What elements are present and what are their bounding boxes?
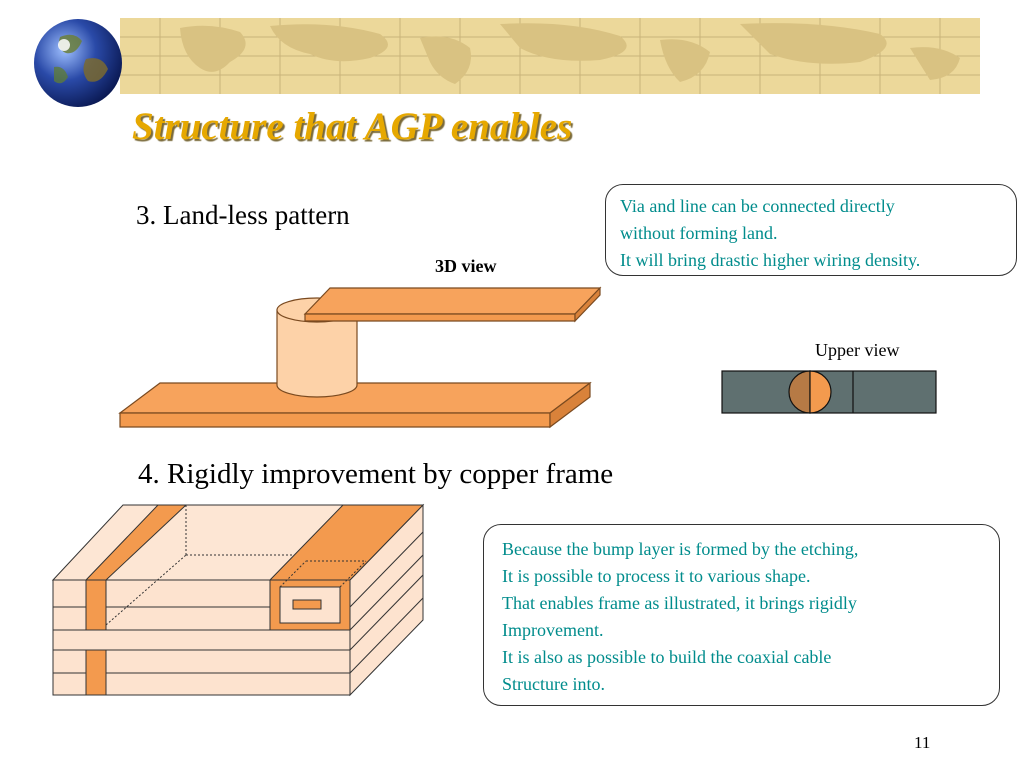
note-line: Because the bump layer is formed by the … — [502, 539, 859, 559]
note-line: That enables frame as illustrated, it br… — [502, 593, 857, 613]
upper-view-diagram — [721, 370, 937, 414]
globe-icon — [34, 19, 122, 107]
note-line: It is possible to process it to various … — [502, 566, 811, 586]
via-cylinder — [276, 309, 358, 398]
bottom-line-front-face — [119, 412, 551, 428]
note-line: Structure into. — [502, 674, 605, 694]
top-line-top-face — [303, 287, 602, 315]
note-line: Improvement. — [502, 620, 604, 640]
copper-frame-inner-line — [292, 599, 322, 610]
note-line: Via and line can be connected directly — [620, 196, 895, 216]
section-3-heading: 3. Land-less pattern — [136, 200, 350, 230]
note-line: It is also as possible to build the coax… — [502, 647, 832, 667]
copper-strip-front-lower — [85, 649, 107, 696]
slide-title: Structure that AGP enables — [132, 105, 573, 148]
note-line: It will bring drastic higher wiring dens… — [620, 250, 921, 270]
page-number: 11 — [914, 733, 931, 752]
header-map-banner — [120, 18, 980, 94]
via-half-right — [809, 370, 832, 414]
landless-3d-diagram — [118, 286, 602, 429]
label-3d-view: 3D view — [435, 256, 497, 276]
note-line: without forming land. — [620, 223, 778, 243]
top-line-front-face — [304, 313, 576, 322]
top-line-side-face — [574, 286, 601, 323]
copper-strip-front-upper — [85, 579, 107, 631]
label-upper-view: Upper view — [815, 340, 900, 360]
copper-frame-diagram — [51, 503, 425, 697]
via-half-left — [788, 370, 811, 414]
callout-note-landless: Via and line can be connected directly w… — [605, 184, 1017, 276]
callout-note-copper-frame: Because the bump layer is formed by the … — [483, 524, 1000, 706]
section-4-heading: 4. Rigidly improvement by copper frame — [138, 458, 614, 490]
bottom-line-side-face — [549, 381, 591, 429]
